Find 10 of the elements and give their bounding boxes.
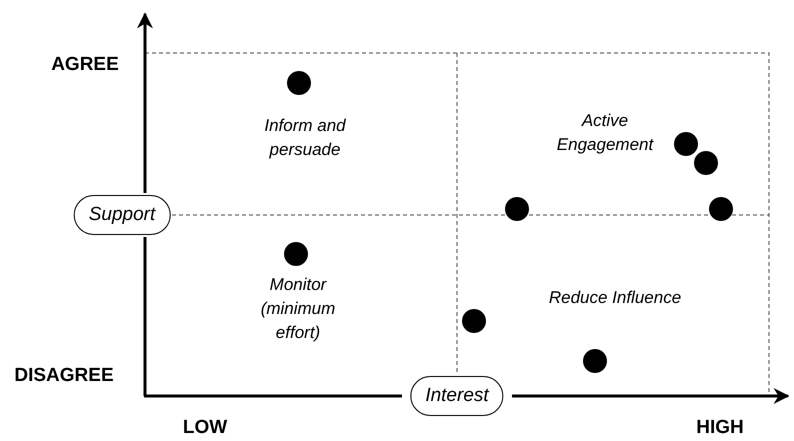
quadrant-label: Inform and persuade xyxy=(263,115,347,161)
quadrant-label: Active Engagement xyxy=(556,110,655,156)
quadrant-label: Monitor (minimum effort) xyxy=(260,274,336,344)
axis-end-label: DISAGREE xyxy=(14,365,114,387)
quadrant-label: Reduce Influence xyxy=(548,287,682,309)
axis-end-label: HIGH xyxy=(696,417,744,439)
axis-title-pill: Support xyxy=(74,195,170,235)
axis-end-label: LOW xyxy=(182,417,228,439)
axis-title-pill: Interest xyxy=(410,376,504,416)
axis-end-label: AGREE xyxy=(51,54,119,76)
